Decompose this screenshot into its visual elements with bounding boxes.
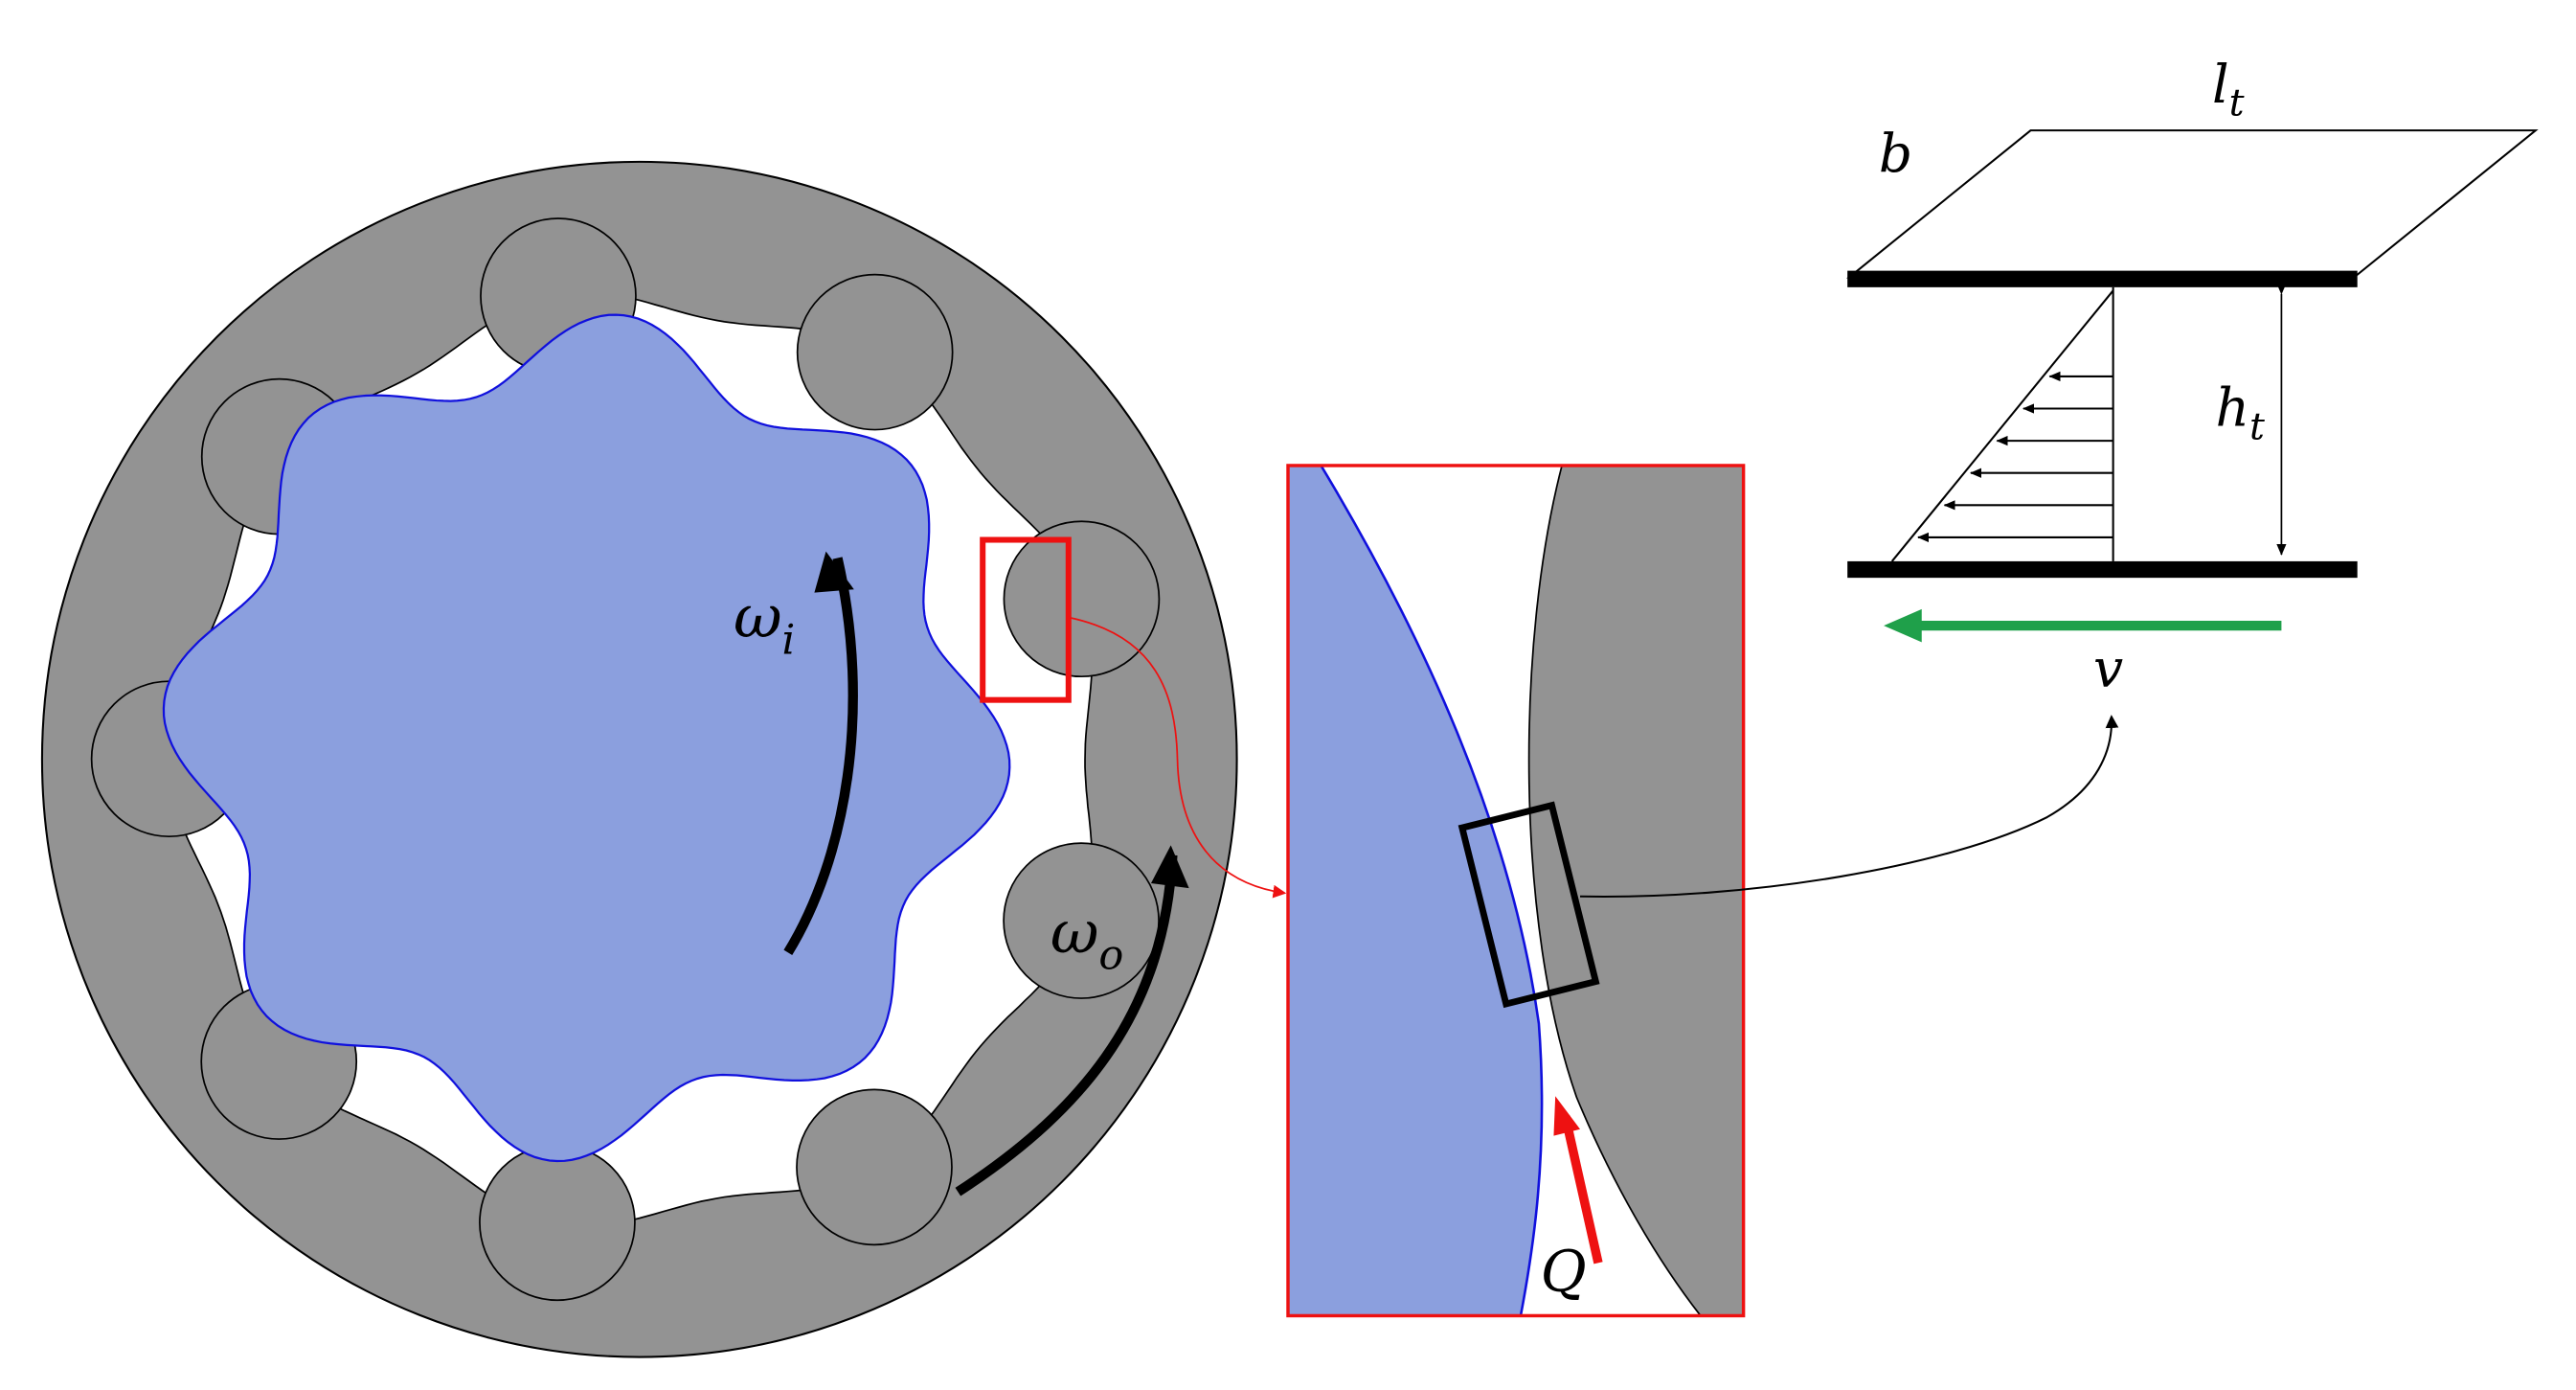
zoom-panel: Q (1286, 464, 1746, 1318)
gap-length-label: lt (2212, 55, 2245, 125)
gap-detail-box (1457, 801, 1600, 1009)
inner-rotation-arrowhead (814, 551, 854, 593)
flow-arrow (1560, 1114, 1603, 1265)
outer-rotor-lobe (1003, 520, 1161, 678)
couette-flow-model: b lt ht v (1845, 55, 2539, 700)
inner-angular-velocity-label: ωi (734, 581, 795, 664)
gap-height-label: ht (2215, 378, 2265, 449)
plate-perspective (1845, 129, 2539, 279)
outer-rotor-lobe (1003, 842, 1160, 999)
inner-rotation-arrow (783, 557, 858, 956)
profile-envelope (1890, 289, 2114, 562)
outer-rotation-arrow (955, 855, 1178, 1196)
zoom-inner-rotor-edge (1320, 465, 1544, 1316)
gerotor-pump: ωi ωo (40, 160, 1287, 1358)
flow-rate-label: Q (1541, 1240, 1587, 1305)
gap-width-label: b (1879, 124, 1912, 185)
outer-rotor-lobe (796, 1088, 953, 1246)
velocity-profile-arrows (1917, 371, 2113, 543)
outer-rotor-lobe (479, 1144, 636, 1302)
zoom-link-arrow (1068, 616, 1287, 899)
zoom-inner-rotor-region (1288, 465, 1543, 1316)
outer-rotation-arrowhead (1150, 845, 1189, 889)
outer-angular-velocity-label: ωo (1051, 897, 1124, 979)
zoom-region-marker (980, 536, 1072, 703)
zoom-outer-rotor-region (1527, 465, 1744, 1316)
upper-plate (1847, 270, 2358, 287)
lower-plate (1847, 560, 2358, 579)
detail-link-arrow (1580, 715, 2119, 899)
outer-rotor-lobe (796, 273, 954, 431)
wall-velocity-arrowhead (1884, 608, 1922, 643)
inner-rotor (162, 313, 1011, 1163)
wall-velocity-label: v (2093, 639, 2123, 700)
flow-arrowhead (1553, 1096, 1581, 1136)
